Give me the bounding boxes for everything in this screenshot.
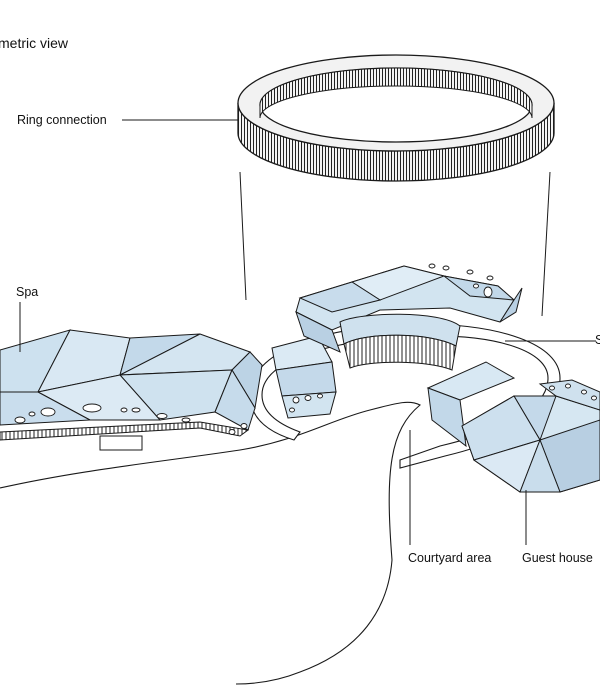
- spa-pavilion: [0, 329, 263, 451]
- ring-inner-wall: [259, 67, 533, 119]
- upper-slit-facade: [343, 334, 457, 371]
- guest-house: [426, 361, 600, 493]
- spa-portholes: [14, 403, 248, 435]
- label-guest-house: Guest house: [522, 551, 593, 565]
- middle-pavilion: [271, 335, 337, 419]
- label-courtyard-area: Courtyard area: [408, 551, 492, 565]
- ring-connector-right: [541, 171, 551, 317]
- diagram-title: metric view: [0, 35, 69, 51]
- spa-entrance: [99, 435, 143, 451]
- label-ring-connection: Ring connection: [17, 113, 107, 127]
- label-spa: Spa: [16, 285, 39, 299]
- ring-connector-left: [239, 171, 247, 301]
- ring-connection: [237, 54, 555, 182]
- spa-roof-9: [214, 368, 256, 431]
- spa-facade-slit: [0, 421, 250, 441]
- label-right-cut: S: [595, 333, 600, 347]
- site-outline: [0, 401, 421, 685]
- upper-pavilion: [295, 263, 523, 371]
